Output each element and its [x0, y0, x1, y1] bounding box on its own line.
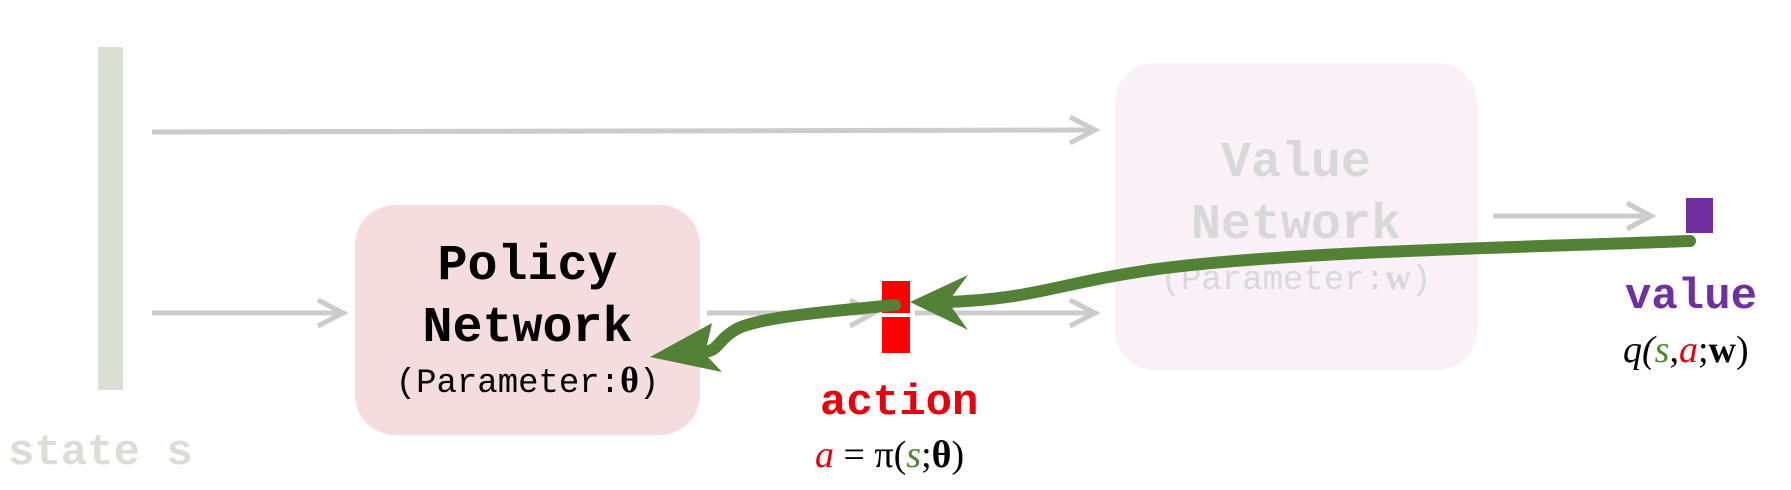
value-marker: [1686, 198, 1713, 233]
action-to-value-arrowhead: [1068, 297, 1101, 329]
state-vector-bar: [98, 47, 123, 390]
value-formula-comma: ,: [1669, 329, 1679, 371]
action-formula-close: ): [951, 434, 965, 476]
policy-network-parameter: (Parameter:θ): [396, 360, 660, 404]
value-formula-close: ): [1735, 329, 1749, 371]
value-label: value: [1625, 272, 1758, 322]
action-formula-s: s: [906, 434, 922, 476]
action-marker-bottom: [882, 317, 910, 353]
action-formula-sep: ;: [921, 434, 932, 476]
state-label: state s: [8, 428, 193, 478]
value-network-title: Value Network: [1190, 134, 1402, 254]
state-to-policy-arrowhead: [316, 297, 349, 329]
state-to-value-arrowhead: [1068, 114, 1101, 146]
value-formula-s: s: [1654, 329, 1670, 371]
policy-param-suffix: ): [638, 365, 660, 403]
value-formula: q(s,a;w): [1623, 328, 1749, 372]
policy-param-prefix: (Parameter:: [395, 365, 621, 403]
state-to-value-arrow: [151, 127, 1091, 135]
gradient-to-policy-arrow: [694, 299, 901, 358]
value-network-to-value-arrowhead: [1625, 200, 1657, 232]
gradient-arrowhead-policy: [650, 323, 722, 372]
w-symbol: w: [1385, 256, 1412, 297]
value-network-box: Value Network (Parameter:w): [1115, 63, 1477, 370]
action-label: action: [820, 378, 979, 428]
policy-network-box: Policy Network (Parameter:θ): [355, 205, 700, 435]
value-formula-sep: ;: [1697, 329, 1709, 371]
value-formula-w: w: [1708, 329, 1736, 371]
action-formula-theta: θ: [931, 434, 952, 476]
value-param-suffix: ): [1411, 261, 1432, 300]
value-formula-q: q(: [1623, 329, 1655, 371]
action-formula-pi: = π(: [834, 434, 907, 476]
gradient-backprop-arrow: [939, 235, 1696, 308]
policy-network-title: Policy Network: [422, 238, 633, 357]
theta-symbol: θ: [620, 360, 639, 400]
action-formula: a = π(s;θ): [815, 433, 964, 477]
value-formula-a: a: [1678, 329, 1698, 371]
action-formula-a: a: [815, 434, 834, 476]
gradient-arrowhead-action: [910, 275, 968, 330]
